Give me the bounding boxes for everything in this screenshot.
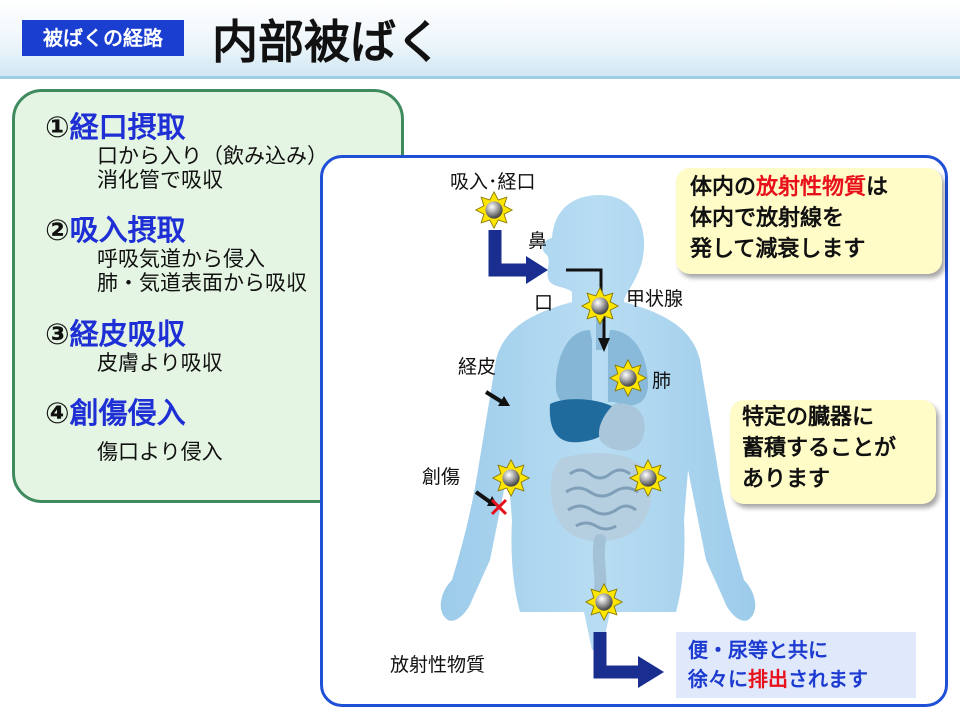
excretion-text: 徐々に: [688, 667, 748, 691]
excretion-emphasis: 排出: [748, 667, 788, 691]
route-number: ②: [45, 213, 70, 247]
route-desc-line: 皮膚より吸収: [97, 351, 223, 375]
route-name: 経皮吸収: [69, 317, 186, 351]
callout-accumulate-line: 特定の臓器に: [742, 405, 875, 430]
callout-decay-emphasis: 放射性物質: [756, 175, 867, 200]
route-desc-line: 傷口より侵入: [97, 440, 223, 464]
header-divider: [0, 76, 960, 79]
callout-decay: 体内の放射性物質は 体内で放射線を 発して減衰します: [676, 168, 942, 274]
route-name: 吸入摂取: [69, 213, 186, 247]
label-nose: 鼻: [528, 230, 548, 252]
internal-organs: [549, 300, 652, 606]
label-inhale-oral: 吸入･経口: [450, 171, 536, 193]
callout-accumulate: 特定の臓器に 蓄積することが あります: [730, 400, 936, 504]
label-lung: 肺: [652, 370, 672, 392]
label-thyroid: 甲状腺: [626, 288, 684, 310]
excretion-arrow: [593, 632, 664, 688]
route-inhalation: ②吸入摂取 呼吸気道から侵入 肺・気道表面から吸収: [45, 213, 307, 295]
label-skin: 経皮: [458, 356, 497, 378]
route-desc-line: 肺・気道表面から吸収: [97, 271, 307, 295]
callout-accumulate-line: 蓄積することが: [742, 436, 897, 461]
callout-decay-line: 発して減衰します: [690, 237, 866, 262]
route-name: 経口摂取: [69, 110, 186, 144]
route-name: 創傷侵入: [69, 396, 186, 430]
route-number: ①: [45, 110, 70, 144]
callout-decay-text: は: [866, 175, 889, 200]
route-wound: ④創傷侵入 傷口より侵入: [45, 396, 223, 464]
excretion-line: 便・尿等と共に: [688, 638, 828, 662]
page-title: 内部被ばく: [212, 15, 442, 69]
particle-lung-icon: [609, 359, 647, 397]
excretion-box: 便・尿等と共に 徐々に排出されます: [676, 632, 916, 698]
wound-cross-icon: [490, 498, 508, 516]
section-tag: 被ばくの経路: [22, 20, 184, 56]
excretion-text: されます: [788, 667, 868, 691]
route-oral: ①経口摂取 口から入り（飲み込み） 消化管で吸収: [45, 110, 328, 192]
particle-wound-icon: [492, 459, 530, 497]
route-skin: ③経皮吸収 皮膚より吸収: [45, 317, 223, 375]
label-radioactive-material: 放射性物質: [390, 654, 486, 676]
particle-intestine-icon: [629, 459, 667, 497]
route-number: ③: [45, 317, 70, 351]
particle-thyroid-icon: [581, 287, 619, 325]
callout-accumulate-line: あります: [742, 467, 831, 492]
callout-decay-line: 体内で放射線を: [690, 206, 845, 231]
skin-arrow: [484, 390, 510, 406]
route-desc-line: 呼吸気道から侵入: [97, 247, 265, 271]
callout-decay-text: 体内の: [690, 175, 757, 200]
particle-excretion-icon: [585, 583, 623, 621]
label-wound: 創傷: [422, 466, 461, 488]
intake-arrow: [488, 230, 548, 284]
particle-intake-icon: [475, 191, 513, 229]
route-desc-line: 口から入り（飲み込み）: [97, 144, 328, 168]
label-mouth: 口: [534, 292, 554, 314]
route-number: ④: [45, 396, 70, 430]
route-desc-line: 消化管で吸収: [97, 168, 223, 192]
